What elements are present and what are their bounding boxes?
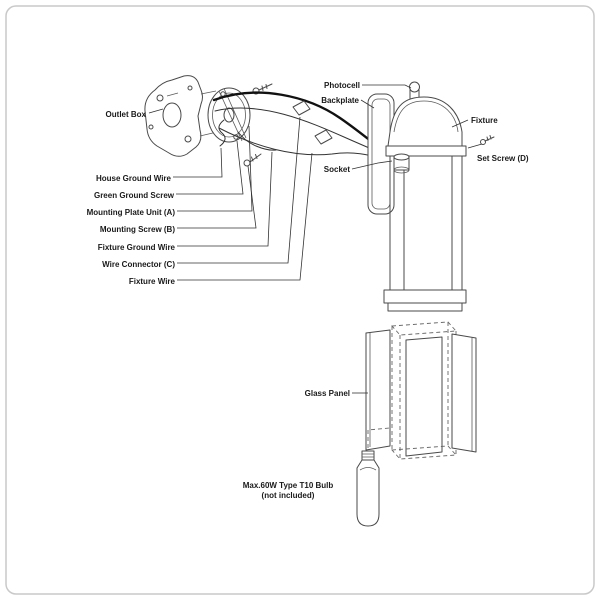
set-screw-drawing — [480, 135, 495, 145]
label-house-ground-wire: House Ground Wire — [96, 174, 172, 183]
leader-socket — [351, 160, 393, 170]
leader-mounting-plate — [177, 125, 253, 212]
leader-backplate — [360, 99, 375, 109]
label-mounting-plate-unit: Mounting Plate Unit (A) — [87, 208, 176, 217]
leader-lines — [148, 84, 483, 394]
label-mounting-screw: Mounting Screw (B) — [100, 225, 175, 234]
fixture-body-drawing — [389, 155, 463, 291]
labels: Outlet Box House Ground Wire Green Groun… — [87, 81, 529, 500]
leader-fixture-ground-wire — [177, 151, 273, 247]
label-green-ground-screw: Green Ground Screw — [94, 191, 175, 200]
leader-house-ground-wire — [173, 147, 223, 178]
glass-panel-right-drawing — [451, 333, 477, 453]
label-wire-connector: Wire Connector (C) — [102, 260, 175, 269]
glass-panel-center-drawing — [405, 336, 443, 457]
leader-photocell — [362, 84, 412, 89]
label-photocell: Photocell — [324, 81, 360, 90]
label-bulb-line1: Max.60W Type T10 Bulb — [243, 481, 334, 490]
mounting-screw-bottom-drawing — [243, 153, 262, 167]
leader-outlet-box — [148, 108, 164, 114]
socket-drawing — [393, 153, 410, 174]
page-border — [5, 5, 595, 595]
wire-connector-drawing — [292, 100, 333, 145]
label-bulb-line2: (not included) — [262, 491, 315, 500]
outlet-box-drawing — [144, 75, 218, 157]
label-set-screw: Set Screw (D) — [477, 154, 529, 163]
label-fixture-ground-wire: Fixture Ground Wire — [98, 243, 176, 252]
leader-fixture — [451, 119, 469, 128]
glass-panel-assembly-drawing — [365, 321, 477, 460]
label-fixture-wire: Fixture Wire — [129, 277, 176, 286]
bulb-drawing — [356, 427, 391, 527]
label-backplate: Backplate — [321, 96, 359, 105]
leader-fixture-wire — [177, 152, 313, 281]
fixture-cap-drawing — [387, 96, 463, 147]
leader-wire-connector — [177, 116, 301, 264]
label-socket: Socket — [324, 165, 351, 174]
leader-green-ground-screw — [176, 140, 244, 195]
leader-mounting-screw — [177, 165, 257, 229]
glass-box-dashed-outline — [391, 321, 457, 460]
leader-set-screw — [467, 143, 483, 149]
glass-panel-left-drawing — [365, 329, 391, 451]
house-ground-wire-drawing — [218, 119, 226, 147]
fixture-drawing — [367, 81, 467, 312]
photocell-drawing — [409, 81, 420, 100]
label-outlet-box: Outlet Box — [106, 110, 147, 119]
label-glass-panel: Glass Panel — [305, 389, 350, 398]
label-fixture: Fixture — [471, 116, 498, 125]
